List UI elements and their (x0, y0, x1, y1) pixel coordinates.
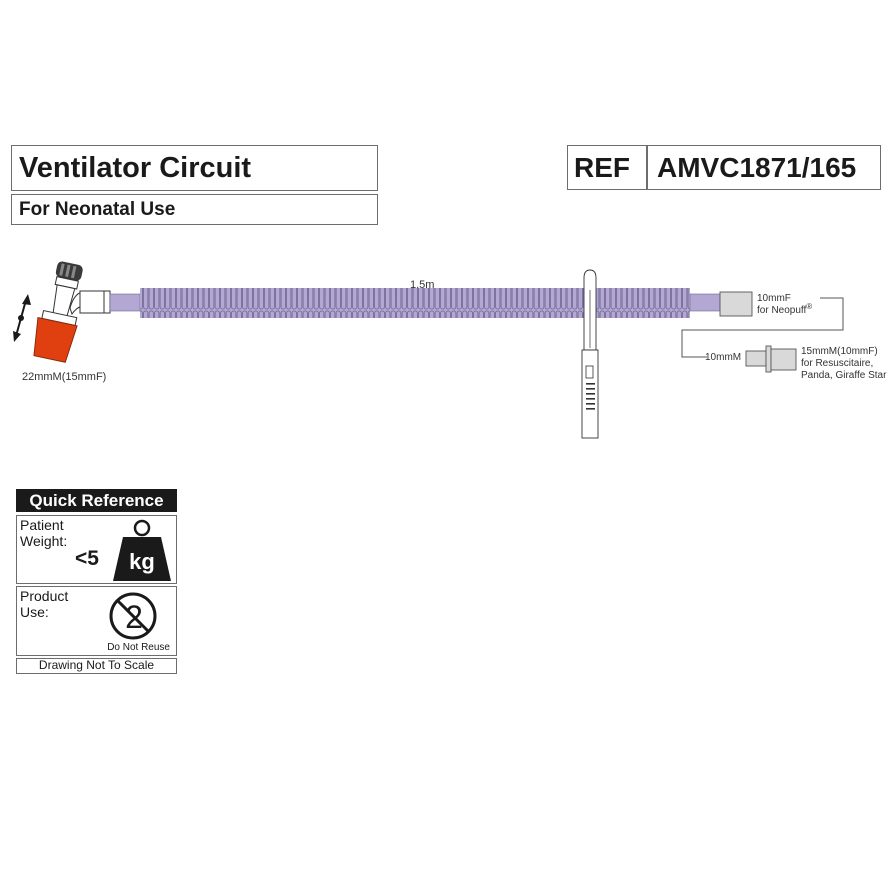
leader-line (681, 297, 844, 358)
left-connector-label: 22mmM(15mmF) (22, 371, 106, 383)
weight-unit: kg (129, 549, 155, 574)
tube-cuff-right (689, 293, 721, 312)
ref-value: AMVC1871/165 (657, 152, 857, 183)
not-to-scale-note: Drawing Not To Scale (16, 658, 177, 674)
use-label-2: Use: (20, 604, 49, 620)
product-title: Ventilator Circuit (19, 152, 252, 184)
ref-box: REF AMVC1871/165 (567, 145, 881, 190)
subtitle-box: For Neonatal Use (11, 194, 378, 225)
weight-label-2: Weight: (20, 533, 68, 549)
left-connector-assembly: 22mmM(15mmF) (13, 261, 111, 383)
svg-text:for Neopuff®: for Neopuff® (757, 302, 812, 316)
adapter (745, 345, 797, 373)
weight-value: <5 (75, 547, 99, 570)
registered-mark: ® (806, 302, 812, 311)
adapter-right-label-2: for Resuscitaire, (801, 358, 873, 369)
tube-cuff-left (109, 293, 141, 312)
do-not-reuse-icon: 2 (109, 592, 157, 640)
adapter-right-label-3: Panda, Giraffe Star (801, 370, 887, 381)
corrugated-tube (140, 288, 690, 318)
adapter-left-label: 10mmM (705, 352, 741, 363)
ref-divider (646, 146, 648, 189)
right-connector-label-1: 10mmF (757, 293, 791, 304)
weight-label-1: Patient (20, 517, 64, 533)
red-cap (33, 316, 78, 363)
adapter-right-label-1: 15mmM(10mmF) (801, 346, 878, 357)
quick-reference-header: Quick Reference (16, 489, 177, 512)
tube-length-label: 1.5m (410, 279, 434, 291)
right-connector (719, 291, 753, 317)
title-box: Ventilator Circuit (11, 145, 378, 191)
circuit-diagram: 22mmM(15mmF) 1.5m 10mmF for Neopuff® 10m… (13, 261, 887, 439)
tube-clip (581, 269, 599, 439)
double-arrow-icon (13, 294, 31, 342)
product-subtitle: For Neonatal Use (19, 199, 176, 220)
ref-label: REF (574, 152, 630, 183)
right-connector-label-2: for Neopuff (757, 305, 807, 316)
use-label-1: Product (20, 588, 69, 604)
weight-icon: kg (113, 519, 171, 581)
use-value: Do Not Reuse (107, 642, 170, 653)
